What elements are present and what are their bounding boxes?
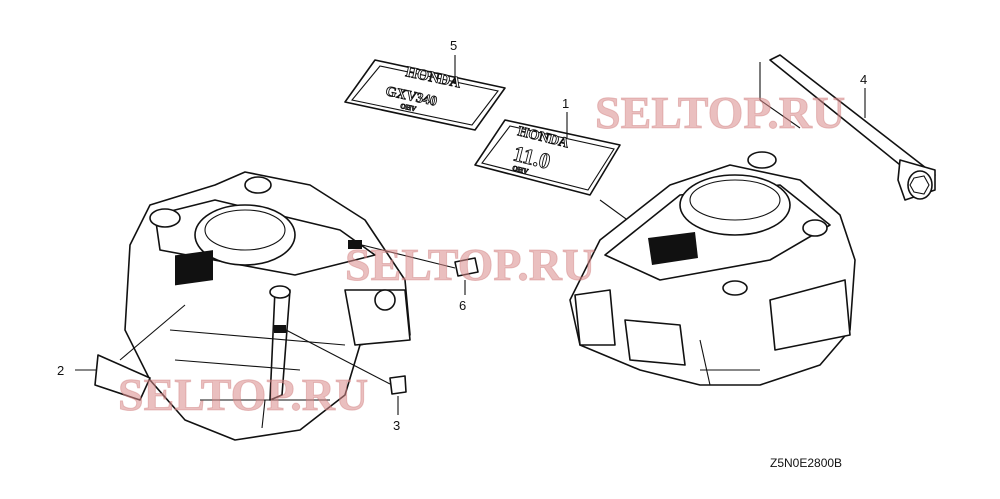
decal-1-11hp: HONDA 11.0 OHV bbox=[474, 119, 621, 196]
callout-5: 5 bbox=[450, 38, 457, 53]
watermark: SELTOP.RU bbox=[345, 239, 595, 290]
callout-2: 2 bbox=[57, 363, 64, 378]
spark-plug-wrench bbox=[769, 54, 936, 201]
diagram-code: Z5N0E2800B bbox=[770, 456, 842, 470]
callout-3: 3 bbox=[393, 418, 400, 433]
decal-5-gxv340: HONDA GXV340 OHV bbox=[344, 59, 506, 131]
watermark: SELTOP.RU bbox=[118, 369, 368, 420]
svg-text:OHV: OHV bbox=[400, 102, 417, 113]
engine-right bbox=[569, 151, 856, 386]
callout-6: 6 bbox=[459, 298, 466, 313]
callout-1: 1 bbox=[562, 96, 569, 111]
engine-left bbox=[124, 171, 411, 441]
callout-4: 4 bbox=[860, 72, 867, 87]
watermark: SELTOP.RU bbox=[595, 87, 845, 138]
